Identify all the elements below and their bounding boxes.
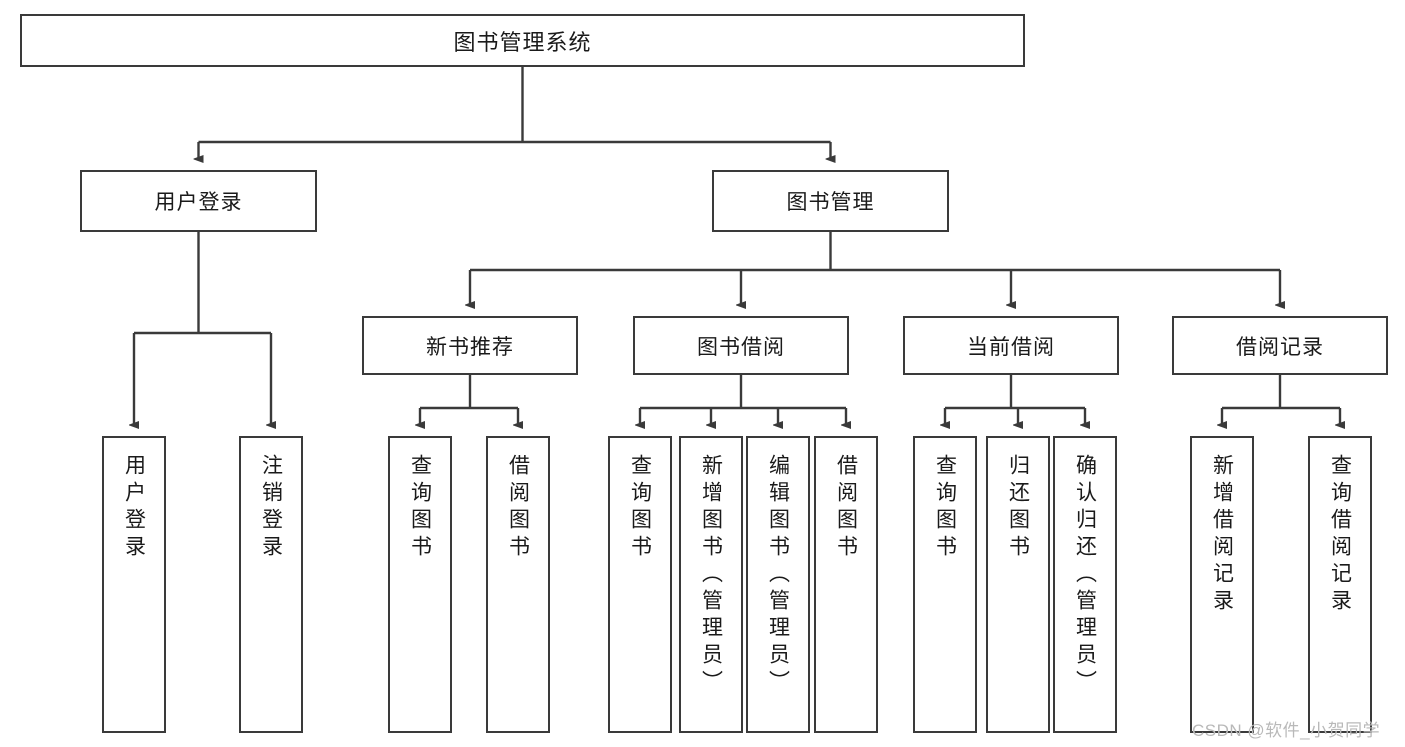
node-label: 注销登录 [259,454,283,562]
node-leaf-user-login[interactable]: 用户登录 [102,436,166,733]
node-label: 归还图书 [1006,454,1030,562]
node-label: 当前借阅 [967,335,1055,359]
node-leaf-query-book[interactable]: 查询图书 [608,436,672,733]
node-leaf-add-record[interactable]: 新增借阅记录 [1190,436,1254,733]
node-leaf-borrow-book-rec[interactable]: 借阅图书 [486,436,550,733]
node-label: 图书借阅 [697,335,785,359]
node-book-borrow[interactable]: 图书借阅 [633,316,849,375]
node-leaf-query-book-cur[interactable]: 查询图书 [913,436,977,733]
node-leaf-confirm-return[interactable]: 确认归还（管理员） [1053,436,1117,733]
node-label: 图书管理系统 [453,29,592,55]
node-leaf-borrow-book[interactable]: 借阅图书 [814,436,878,733]
node-label: 借阅图书 [506,454,530,562]
node-borrow-record[interactable]: 借阅记录 [1172,316,1388,375]
node-label: 新书推荐 [426,335,514,359]
node-label: 查询图书 [408,454,432,562]
node-new-book-rec[interactable]: 新书推荐 [362,316,578,375]
node-leaf-query-record[interactable]: 查询借阅记录 [1308,436,1372,733]
node-book-manage[interactable]: 图书管理 [712,170,949,232]
node-user-login[interactable]: 用户登录 [80,170,317,232]
node-leaf-return-book[interactable]: 归还图书 [986,436,1050,733]
node-label: 借阅图书 [834,454,858,562]
node-label: 编辑图书（管理员） [766,454,790,697]
node-label: 借阅记录 [1236,335,1324,359]
node-label: 新增图书（管理员） [699,454,723,697]
node-leaf-query-book-rec[interactable]: 查询图书 [388,436,452,733]
node-label: 用户登录 [122,454,146,562]
node-label: 图书管理 [786,191,875,214]
node-current-borrow[interactable]: 当前借阅 [903,316,1119,375]
node-label: 新增借阅记录 [1210,454,1234,616]
csdn-watermark: CSDN @软件_小贺同学 [1192,721,1381,740]
node-label: 用户登录 [154,191,243,214]
node-leaf-edit-book[interactable]: 编辑图书（管理员） [746,436,810,733]
node-root[interactable]: 图书管理系统 [20,14,1025,67]
node-label: 查询借阅记录 [1328,454,1352,616]
node-label: 查询图书 [933,454,957,562]
node-leaf-add-book[interactable]: 新增图书（管理员） [679,436,743,733]
node-label: 确认归还（管理员） [1073,454,1097,697]
node-leaf-user-logout[interactable]: 注销登录 [239,436,303,733]
node-label: 查询图书 [628,454,652,562]
